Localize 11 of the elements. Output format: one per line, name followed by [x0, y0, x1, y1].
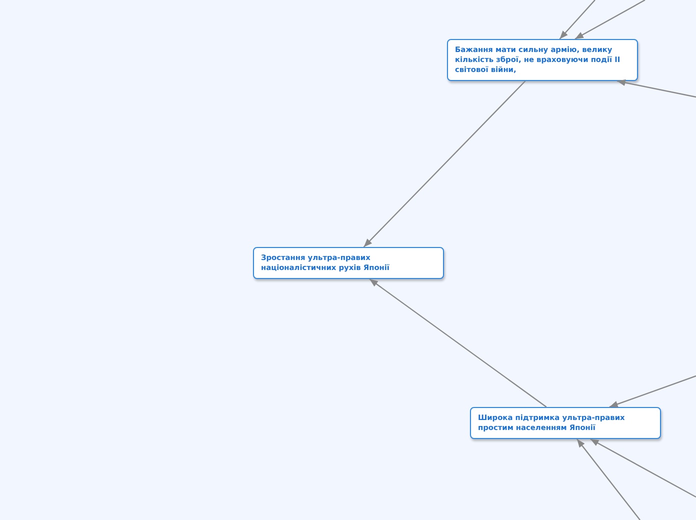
arrow: [576, 438, 640, 520]
arrow: [609, 375, 696, 408]
topic-box: [447, 39, 638, 81]
arrow: [616, 79, 696, 98]
arrow: [574, 0, 646, 40]
arrow: [559, 0, 596, 40]
arrow: [590, 438, 696, 498]
topic-box: [253, 247, 444, 279]
arrow: [363, 80, 526, 248]
arrow: [369, 278, 547, 408]
topic-box: [470, 407, 661, 439]
